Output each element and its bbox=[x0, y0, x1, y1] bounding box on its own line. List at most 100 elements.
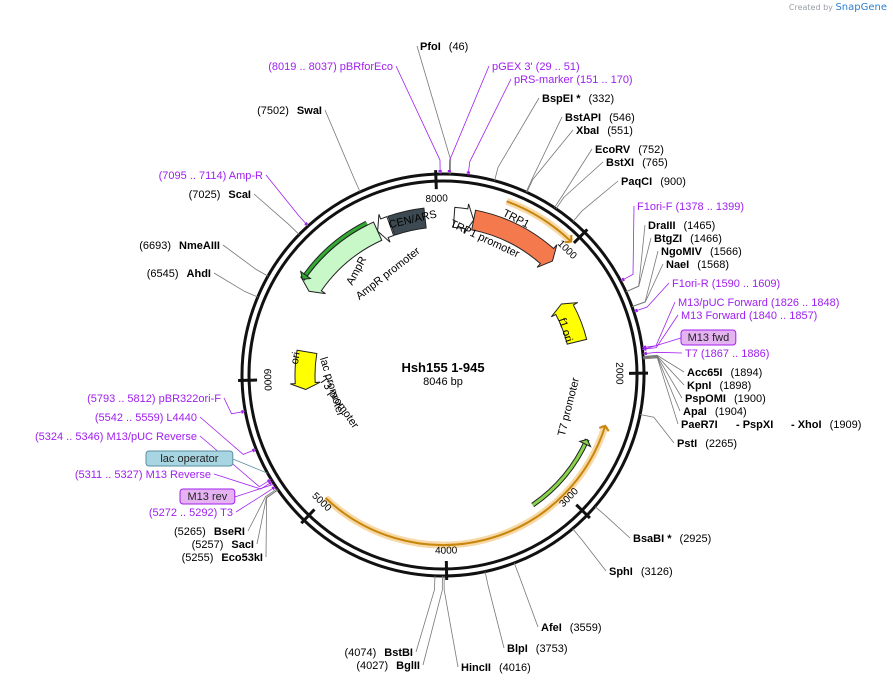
primer-label-t7: T7 (1867 .. 1886) bbox=[685, 348, 769, 360]
boxed-label-bg-m13-fwd bbox=[680, 329, 737, 346]
enzyme-leader-bstapi bbox=[525, 116, 563, 193]
primer-leader-f1ori-f bbox=[620, 205, 635, 282]
enzyme-leader-paqci bbox=[572, 180, 619, 222]
primer-label-f1ori-f: F1ori-F (1378 .. 1399) bbox=[637, 201, 744, 213]
primer-mark-t3 bbox=[271, 486, 275, 490]
enzyme-label-bstxi: BstXI(765) bbox=[606, 157, 668, 169]
enzyme-leader-apai bbox=[643, 356, 681, 412]
snapgene-credit: Created by SnapGene bbox=[789, 2, 887, 13]
boxed-leader-m13-rev bbox=[234, 483, 275, 498]
enzyme-leader-saci bbox=[256, 489, 279, 545]
enzyme-label-bseri: (5265)BseRI bbox=[174, 526, 245, 538]
enzyme-leader-bstxi bbox=[555, 161, 604, 210]
enzyme-leader-kpni bbox=[643, 355, 685, 386]
enzyme-leader-xbai bbox=[526, 129, 574, 193]
enzyme-leader-acc65i bbox=[643, 354, 685, 373]
enzyme-label-ahdi: (6545)AhdI bbox=[147, 268, 211, 280]
primer-leader-l4440 bbox=[199, 416, 257, 455]
primer-label-l4440: (5542 .. 5559) L4440 bbox=[95, 412, 197, 424]
enzyme-label-sphi: SphI(3126) bbox=[609, 566, 673, 578]
enzyme-leader-eco53ki bbox=[265, 489, 279, 558]
primer-label-f1ori-r: F1ori-R (1590 .. 1609) bbox=[672, 278, 780, 290]
enzyme-leader-draiii bbox=[625, 224, 646, 293]
enzyme-leader-naei bbox=[631, 263, 664, 308]
primer-leader-m13-forward bbox=[642, 314, 679, 350]
backbone-outer-circle bbox=[240, 172, 646, 578]
boxed-label-m13-rev: M13 rev bbox=[188, 491, 228, 503]
primer-mark-m13-reverse bbox=[268, 481, 272, 486]
interior-arc-1 bbox=[301, 221, 368, 281]
boxed-label-bg-lac-operator bbox=[145, 450, 234, 467]
primer-label-m13-reverse: (5311 .. 5327) M13 Reverse bbox=[75, 469, 211, 481]
enzyme-label-xhoi: - XhoI(1909) bbox=[791, 419, 861, 431]
feature-layer bbox=[290, 203, 592, 508]
orf-arc-1 bbox=[324, 425, 607, 546]
enzyme-label-naei: NaeI(1568) bbox=[666, 259, 729, 271]
enzyme-label-pspomi: PspOMI(1900) bbox=[685, 393, 766, 405]
enzyme-label-blpi: BlpI(3753) bbox=[507, 643, 568, 655]
feature-ampr-promoter bbox=[377, 214, 395, 243]
primer-mark-l4440 bbox=[251, 448, 255, 453]
enzyme-label-ngomiv: NgoMIV(1566) bbox=[661, 246, 742, 258]
enzyme-label-xbai: XbaI(551) bbox=[576, 125, 633, 137]
primer-mark-f1ori-r bbox=[635, 308, 639, 313]
enzyme-leader-afei bbox=[513, 562, 539, 628]
site-label-layer: PfoI(46) BspEI *(332) BstAPI(546)XbaI(551)… bbox=[35, 41, 861, 674]
enzyme-label-bspei: BspEI *(332) bbox=[542, 93, 614, 105]
primer-label-pbr322ori-f: (5793 .. 5812) pBR322ori-F bbox=[87, 393, 221, 405]
enzyme-leader-bstbi bbox=[415, 575, 436, 653]
enzyme-label-psti: PstI(2265) bbox=[677, 438, 737, 450]
primer-label-t3: (5272 .. 5292) T3 bbox=[149, 507, 233, 519]
interior-arrowhead-0 bbox=[578, 438, 592, 448]
enzyme-leader-bspei bbox=[494, 97, 540, 181]
tick-6000 bbox=[238, 378, 258, 383]
enzyme-label-bstapi: BstAPI(546) bbox=[565, 112, 635, 124]
feature-f1-ori bbox=[550, 302, 588, 345]
enzyme-leader-blpi bbox=[484, 571, 505, 649]
enzyme-label-hincii: HincII(4016) bbox=[461, 662, 531, 674]
enzyme-label-swai: (7502)SwaI bbox=[257, 105, 322, 117]
feature-cen-ars bbox=[387, 207, 427, 236]
enzyme-label-btgzi: BtgZI(1466) bbox=[654, 233, 722, 245]
enzyme-leader-ngomiv bbox=[631, 250, 659, 307]
boxed-label-m13-fwd: M13 fwd bbox=[688, 332, 730, 344]
boxed-label-bg-m13-rev bbox=[179, 488, 236, 505]
enzyme-leader-sphi bbox=[572, 528, 607, 572]
enzyme-leader-paer7i bbox=[643, 357, 679, 425]
enzyme-label-bglii: (4027)BglII bbox=[356, 660, 420, 672]
enzyme-label-afei: AfeI(3559) bbox=[541, 622, 602, 634]
tick-8000 bbox=[434, 170, 438, 190]
enzyme-label-pfoi: PfoI(46) bbox=[420, 41, 468, 53]
primer-label-pgex-3: pGEX 3' (29 .. 51) bbox=[492, 61, 580, 73]
primer-label-m13-puc-reverse: (5324 .. 5346) M13/pUC Reverse bbox=[35, 431, 197, 443]
primer-leader-pgex-3 bbox=[448, 65, 490, 175]
primer-leader-t3 bbox=[235, 486, 276, 513]
primer-leader-m13-reverse bbox=[213, 473, 273, 490]
enzyme-leader-bglii bbox=[422, 575, 443, 666]
enzyme-leader-btgzi bbox=[625, 237, 652, 293]
enzyme-leader-scai bbox=[253, 193, 300, 235]
feature-label-ampr-promoter: AmpR promoter bbox=[354, 245, 423, 302]
tick-label-2000: 2000 bbox=[613, 362, 624, 385]
tick-label-8000: 8000 bbox=[425, 193, 448, 205]
enzyme-leader-bsabi bbox=[594, 506, 631, 539]
orf-arcs-layer bbox=[323, 198, 610, 549]
feature-ori bbox=[290, 349, 321, 391]
orf-arrowhead-1 bbox=[598, 424, 610, 432]
feature-label-t3-promoter: T3 promoter bbox=[317, 375, 361, 431]
tick-label-6000: 6000 bbox=[261, 368, 273, 391]
enzyme-leader-psti bbox=[639, 414, 675, 444]
enzyme-label-nmeaiii: (6693)NmeAIII bbox=[139, 240, 220, 252]
enzyme-leader-pfoi bbox=[416, 45, 452, 175]
enzyme-label-saci: (5257)SacI bbox=[192, 539, 254, 551]
enzyme-leader-bseri bbox=[247, 488, 278, 532]
interior-arc-0 bbox=[531, 438, 589, 507]
enzyme-label-apai: ApaI(1904) bbox=[683, 406, 747, 418]
backbone-layer bbox=[240, 172, 646, 578]
primer-leader-pbr322ori-f bbox=[223, 397, 246, 415]
plasmid-length: 8046 bp bbox=[423, 376, 463, 388]
enzyme-leader-nmeaiii bbox=[222, 244, 269, 277]
primer-label-m13-forward: M13 Forward (1840 .. 1857) bbox=[681, 310, 817, 322]
primer-leader-f1ori-r bbox=[633, 282, 670, 312]
